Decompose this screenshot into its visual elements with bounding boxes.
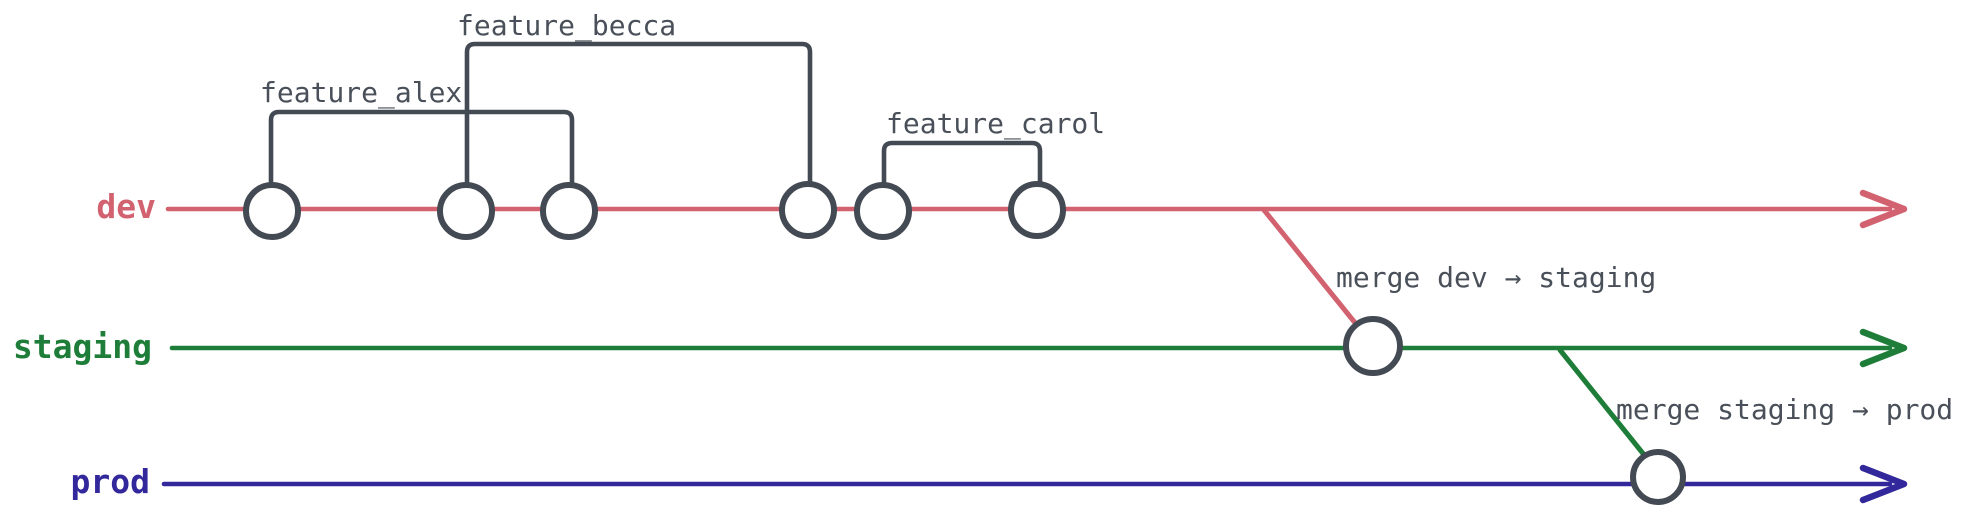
prod-branch-label: prod [71,462,150,501]
commit-node-dev-2 [437,182,495,240]
merge-staging-to-prod-line [1557,347,1648,459]
feature-becca-label: feature_becca [457,9,676,43]
commit-node-dev-6 [1008,181,1066,239]
commit-nodes [243,181,1686,505]
feature-carol-bracket [881,140,1043,190]
feature-alex-bracket [268,109,575,190]
commit-node-dev-3 [540,182,598,240]
branch-prod: prod [71,462,1908,504]
commit-node-dev-1 [243,182,301,240]
merge-labels: merge dev → staging merge staging → prod [1336,261,1953,426]
dev-branch-label: dev [96,187,156,226]
merge-dev-to-staging-line [1261,207,1359,327]
feature-labels: feature_alex feature_becca feature_carol [260,9,1105,141]
merge-staging-to-prod-label: merge staging → prod [1616,393,1953,426]
commit-node-staging-merge [1343,316,1403,376]
commit-node-prod-merge [1630,449,1686,505]
commit-node-dev-5 [854,182,912,240]
feature-carol-label: feature_carol [886,107,1105,141]
feature-brackets [268,41,1043,190]
commit-node-dev-4 [779,181,837,239]
branch-staging: staging [13,327,1908,368]
staging-branch-label: staging [13,327,152,366]
branch-dev: dev [96,187,1908,229]
merge-connectors [1261,207,1648,459]
staging-arrow-right-icon [1859,328,1908,368]
dev-arrow-right-icon [1859,189,1908,229]
feature-becca-bracket [464,41,813,190]
feature-alex-label: feature_alex [260,76,462,110]
merge-dev-to-staging-label: merge dev → staging [1336,261,1656,294]
prod-arrow-right-icon [1859,464,1908,504]
